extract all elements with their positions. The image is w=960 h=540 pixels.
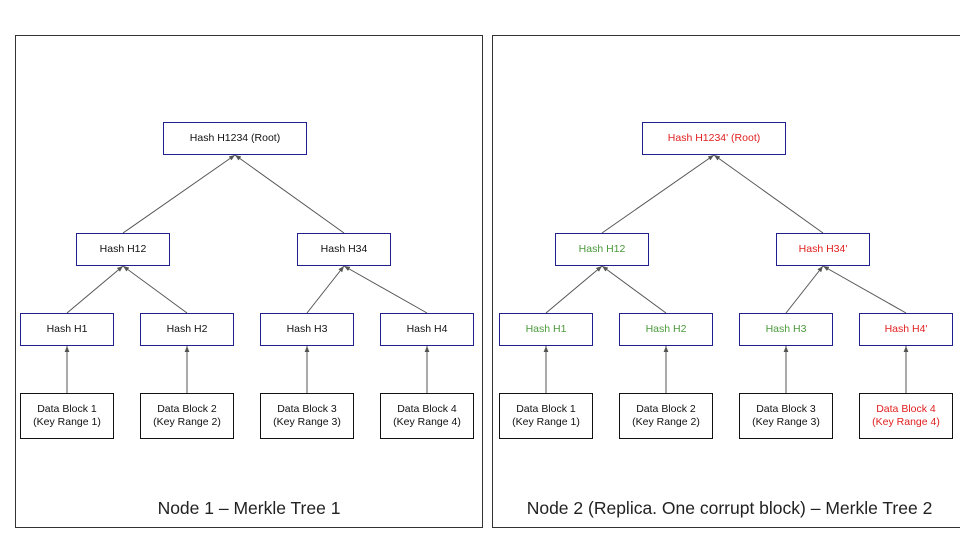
data-block-1-node: Data Block 1 (Key Range 1) — [499, 393, 593, 439]
edge-arrow — [785, 265, 824, 314]
hash-h12-node: Hash H12 — [76, 233, 170, 266]
hash-h1-node: Hash H1 — [499, 313, 593, 346]
edge-arrow — [713, 154, 824, 234]
edge-arrow — [822, 265, 907, 314]
data-block-2-node: Data Block 2 (Key Range 2) — [619, 393, 713, 439]
data-block-3-node: Data Block 3 (Key Range 3) — [739, 393, 833, 439]
data-block-4-node: Data Block 4 (Key Range 4) — [859, 393, 953, 439]
hash-h34-node: Hash H34 — [297, 233, 391, 266]
data-block-2-node: Data Block 2 (Key Range 2) — [140, 393, 234, 439]
hash-h4-node: Hash H4 — [380, 313, 474, 346]
edge-arrow — [601, 265, 667, 314]
root-hash-node: Hash H1234 (Root) — [163, 122, 307, 155]
edge-arrow — [234, 154, 345, 234]
tree-edges — [64, 154, 430, 393]
hash-h3-node: Hash H3 — [739, 313, 833, 346]
edge-arrow — [306, 265, 345, 314]
merkle-tree-panel-node-1: Hash H1234 (Root) Hash H12 Hash H34 Hash… — [15, 35, 483, 528]
edge-arrow — [122, 154, 236, 234]
edge-arrow — [545, 265, 603, 314]
data-block-4-node: Data Block 4 (Key Range 4) — [380, 393, 474, 439]
panel-caption: Node 2 (Replica. One corrupt block) – Me… — [526, 498, 933, 518]
hash-h3-node: Hash H3 — [260, 313, 354, 346]
root-hash-node: Hash H1234' (Root) — [642, 122, 786, 155]
merkle-tree-panel-node-2: Hash H1234' (Root) Hash H12 Hash H34' Ha… — [492, 35, 960, 528]
tree-edges — [543, 154, 909, 393]
edge-arrow — [343, 265, 428, 314]
hash-h12-node: Hash H12 — [555, 233, 649, 266]
edge-arrow — [122, 265, 188, 314]
data-block-3-node: Data Block 3 (Key Range 3) — [260, 393, 354, 439]
edge-arrow — [601, 154, 715, 234]
hash-h34-node: Hash H34' — [776, 233, 870, 266]
panel-caption: Node 1 – Merkle Tree 1 — [157, 498, 341, 518]
hash-h2-node: Hash H2 — [140, 313, 234, 346]
hash-h2-node: Hash H2 — [619, 313, 713, 346]
hash-h4-node: Hash H4' — [859, 313, 953, 346]
data-block-1-node: Data Block 1 (Key Range 1) — [20, 393, 114, 439]
hash-h1-node: Hash H1 — [20, 313, 114, 346]
edge-arrow — [66, 265, 124, 314]
